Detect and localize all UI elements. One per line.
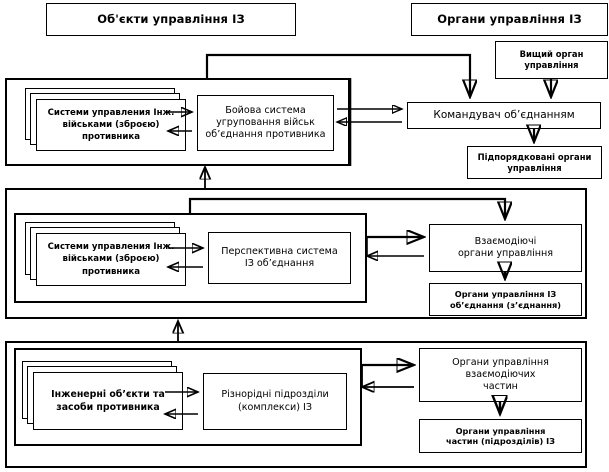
row-1-left-stack: Системи управления Інж. військами (зброє… [25, 88, 195, 158]
title-box-left: Об'єкти управління ІЗ [46, 3, 296, 36]
stack-front-label: Системи управления Інж. військами (зброє… [36, 233, 186, 286]
commander-box: Командувач об’єднанням [407, 102, 601, 129]
top-authority-box: Вищий орган управління [495, 41, 608, 79]
association-bodies-box: Органи управління ІЗ об’єднання (з’єднан… [429, 283, 582, 316]
interacting-units-box: Органи управління взаємодіючих частин [419, 348, 582, 402]
row-3-center-box: Різнорідні підрозділи (комплекси) ІЗ [203, 373, 347, 430]
stack-front-label: Інженерні об’єкти та засоби противника [33, 372, 183, 430]
row-2-center-box: Перспективна система ІЗ об’єднання [208, 232, 351, 284]
interacting-bodies-box: Взаємодіючі органи управління [429, 224, 582, 272]
subordinate-bodies-box: Підпорядковані органи управління [467, 146, 602, 179]
row-2-left-stack: Системи управления Інж. військами (зброє… [25, 222, 195, 294]
row-3-left-stack: Інженерні об’єкти та засоби противника [22, 361, 192, 439]
title-box-right: Органи управління ІЗ [411, 3, 608, 36]
row-1-center-box: Бойова система угруповання військ об’єдн… [197, 95, 334, 151]
unit-bodies-box: Органи управління частин (підрозділів) І… [419, 419, 582, 453]
stack-front-label: Системи управления Інж. військами (зброє… [36, 99, 186, 151]
